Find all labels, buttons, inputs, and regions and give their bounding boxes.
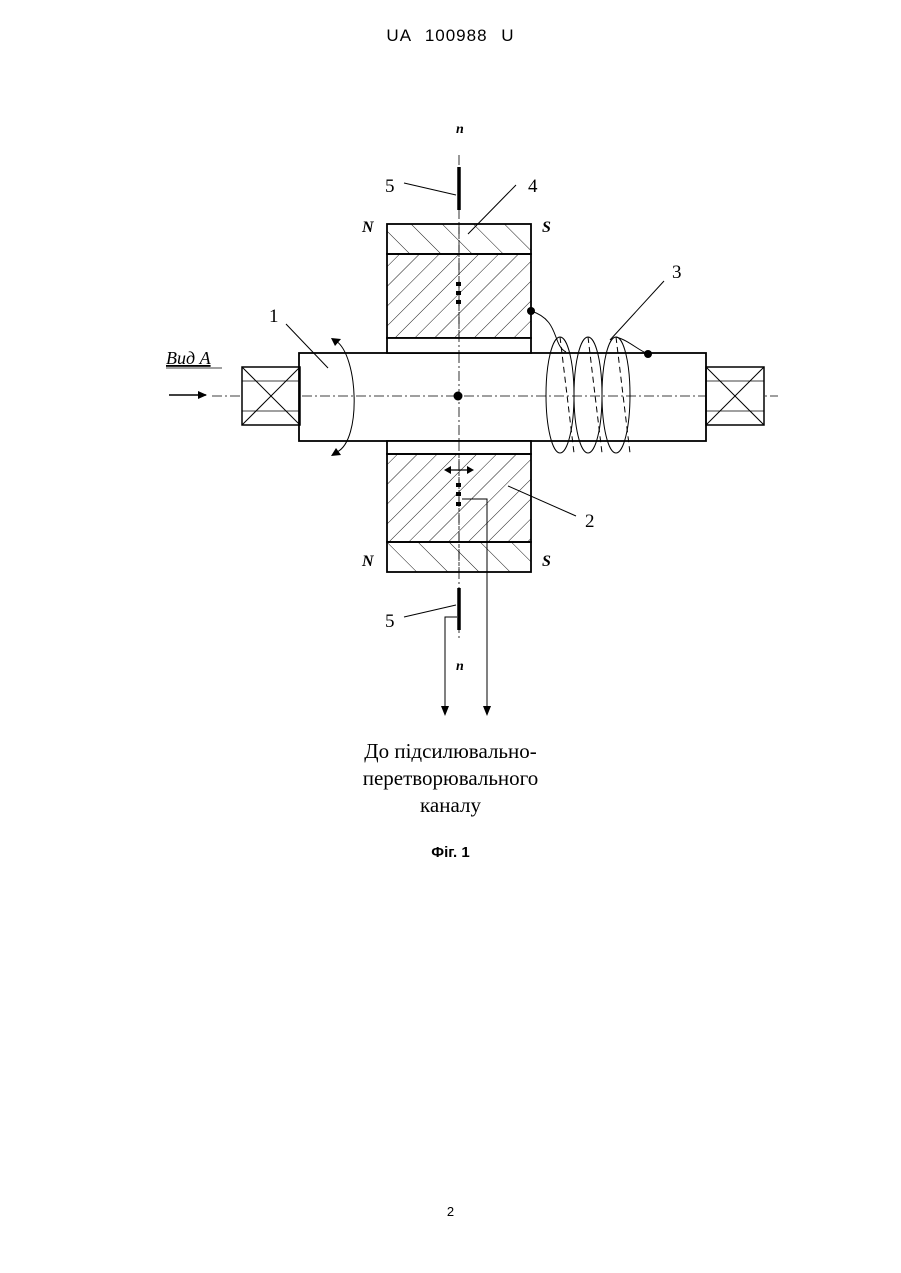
- callout-1: 1: [269, 306, 279, 327]
- axis-label-n-bottom: n: [456, 659, 464, 674]
- figure-label: Фіг. 1: [0, 844, 901, 861]
- callout-2: 2: [585, 511, 595, 532]
- caption-line: каналу: [0, 792, 901, 819]
- shaft: [299, 353, 706, 441]
- pole-label-s-top: S: [542, 219, 551, 236]
- right-bearing: [706, 367, 764, 425]
- pole-label-n-bottom: N: [361, 553, 375, 570]
- callout-4: 4: [528, 176, 538, 197]
- callout-5-top: 5: [385, 176, 395, 197]
- coil-winding: [527, 307, 652, 453]
- leader-line-5-top: [404, 183, 456, 195]
- view-a-label: Вид A: [166, 348, 212, 368]
- left-bearing: [242, 367, 300, 425]
- pole-label-n-top: N: [361, 219, 375, 236]
- callout-5-bottom: 5: [385, 611, 395, 632]
- caption-line: перетворювального: [0, 765, 901, 792]
- center-point: [454, 392, 463, 401]
- leader-line-1: [286, 324, 328, 368]
- rotation-arrow: [331, 338, 354, 456]
- pole-label-s-bottom: S: [542, 553, 551, 570]
- caption-line: До підсилювально-: [0, 738, 901, 765]
- page-number: 2: [0, 1204, 901, 1219]
- callout-3: 3: [672, 262, 682, 283]
- output-caption: До підсилювально- перетворювального кана…: [0, 738, 901, 819]
- axis-label-n-top: n: [456, 122, 464, 137]
- leader-line-3: [610, 281, 664, 340]
- leader-line-5-bottom: [404, 605, 456, 617]
- top-sensor-element: [456, 282, 461, 304]
